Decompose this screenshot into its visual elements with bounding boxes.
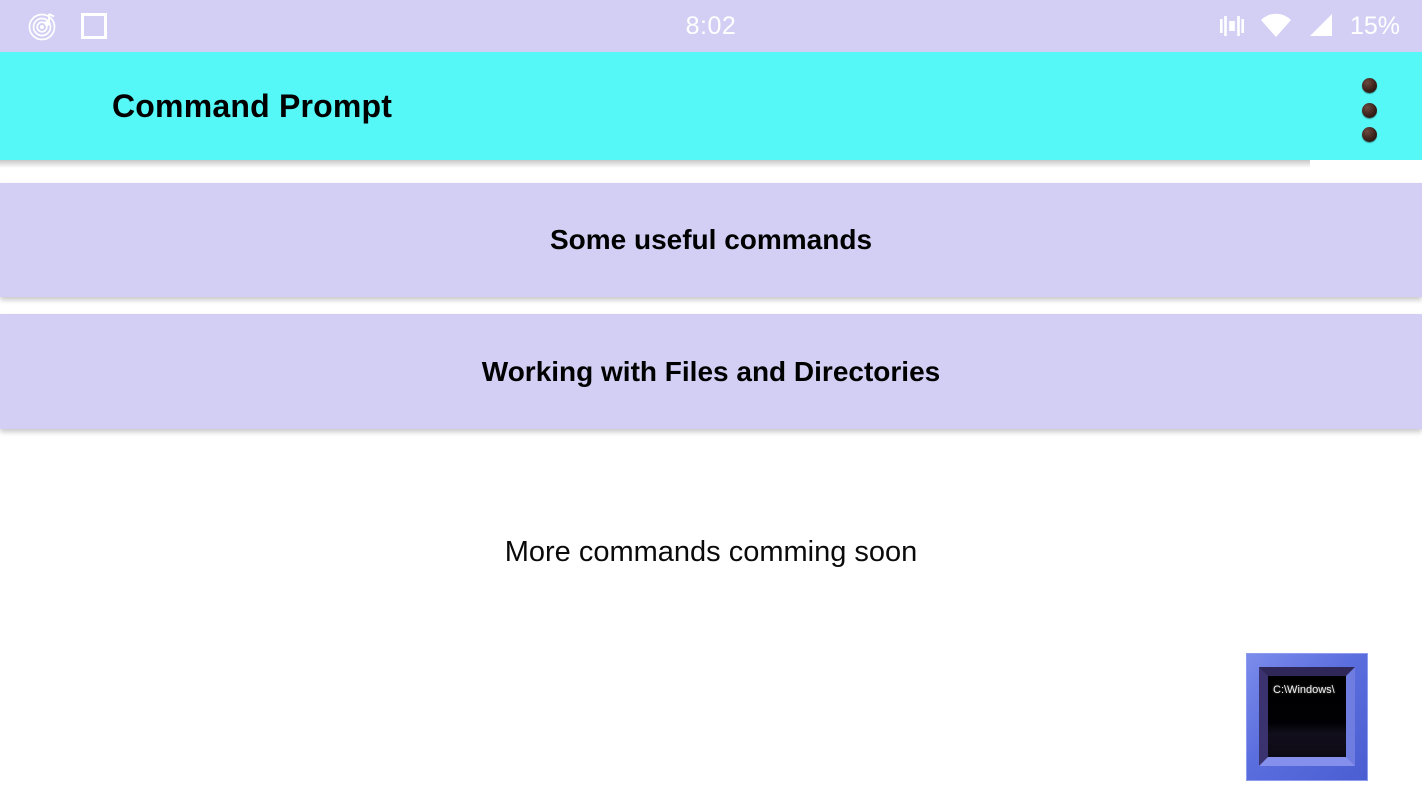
button-some-useful-commands[interactable]: Some useful commands <box>0 183 1422 297</box>
status-bar-clock: 8:02 <box>685 11 737 40</box>
status-bar-right-icons: 15% <box>1219 12 1400 41</box>
button-label: Working with Files and Directories <box>481 355 941 387</box>
command-prompt-icon-screen: C:\Windows\ <box>1268 676 1346 757</box>
command-prompt-icon-path-text: C:\Windows\ <box>1273 684 1335 696</box>
music-note-spiral-icon <box>28 11 58 41</box>
command-prompt-icon[interactable]: C:\Windows\ <box>1246 653 1368 781</box>
command-prompt-icon-bevel: C:\Windows\ <box>1259 667 1355 766</box>
status-bar: 8:02 15% <box>0 0 1422 52</box>
overflow-dot <box>1361 102 1377 118</box>
more-vert-icon[interactable] <box>1358 78 1380 142</box>
vibrate-icon <box>1219 14 1245 38</box>
app-bar: Command Prompt <box>0 52 1422 160</box>
page-title: Command Prompt <box>112 87 393 124</box>
signal-icon <box>1307 13 1335 39</box>
wifi-icon <box>1260 13 1292 39</box>
overflow-dot <box>1361 127 1377 142</box>
overflow-dot <box>1361 78 1377 93</box>
status-bar-center: 8:02 <box>0 12 1422 41</box>
battery-percentage: 15% <box>1349 11 1400 40</box>
status-bar-left-icons <box>28 11 108 41</box>
app-bar-shadow <box>0 160 1310 168</box>
square-outline-icon <box>80 12 108 40</box>
button-working-with-files-and-directories[interactable]: Working with Files and Directories <box>0 314 1422 429</box>
button-label: Some useful commands <box>549 224 873 255</box>
coming-soon-note: More commands comming soon <box>504 536 918 568</box>
